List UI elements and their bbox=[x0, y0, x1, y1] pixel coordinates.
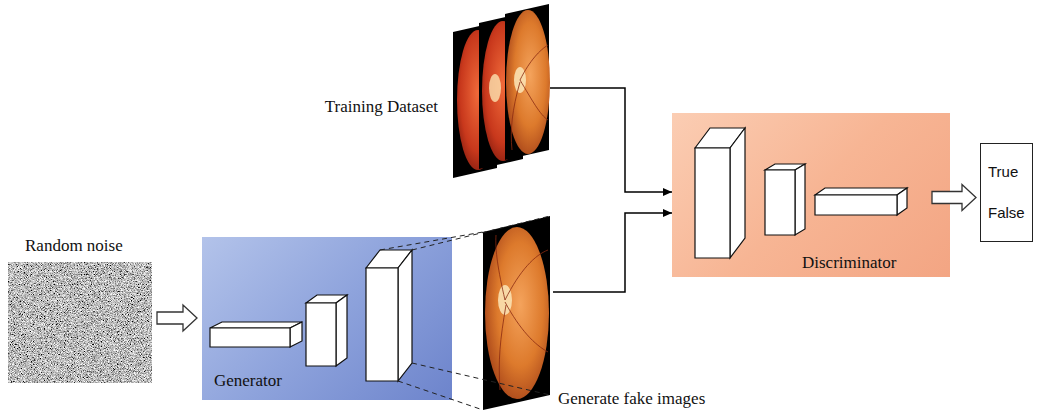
projection-line bbox=[412, 363, 550, 395]
fundus-image bbox=[485, 227, 549, 399]
layer-block bbox=[695, 128, 745, 258]
image-frame bbox=[505, 4, 549, 160]
layer-block bbox=[306, 295, 347, 366]
output-box: TrueFalse bbox=[980, 143, 1033, 242]
cuboid-face bbox=[695, 148, 730, 258]
layer-block bbox=[765, 164, 805, 235]
projection-line bbox=[380, 232, 483, 250]
node-label: True bbox=[988, 163, 1018, 181]
optic-disc bbox=[489, 74, 501, 102]
connector bbox=[157, 305, 197, 331]
vessels bbox=[511, 45, 548, 150]
cuboid-face bbox=[897, 188, 907, 215]
connector bbox=[550, 88, 672, 192]
fundus-image bbox=[506, 10, 550, 154]
cuboid-face bbox=[730, 128, 745, 258]
image-frame bbox=[483, 216, 550, 410]
generator-box: Generator bbox=[202, 237, 452, 400]
cuboid-face bbox=[210, 322, 302, 328]
layer-block bbox=[815, 188, 907, 215]
cuboid-face bbox=[210, 328, 290, 347]
node-label: Generator bbox=[214, 371, 282, 391]
node-label: Random noise bbox=[25, 236, 123, 256]
connector bbox=[553, 213, 672, 292]
cuboid-face bbox=[398, 250, 412, 381]
cuboid-face bbox=[336, 295, 347, 366]
layer-block bbox=[366, 250, 412, 381]
cuboid-face bbox=[306, 303, 336, 366]
cuboid-face bbox=[290, 322, 302, 347]
training-image-stack bbox=[453, 4, 550, 178]
vessels bbox=[496, 235, 548, 390]
layer-block bbox=[210, 322, 302, 347]
block-arrow bbox=[157, 305, 197, 331]
dataset-node: Training Dataset bbox=[450, 3, 550, 180]
projection-line bbox=[412, 216, 550, 250]
fake-image-node: Generate fake images bbox=[483, 213, 553, 411]
cuboid-face bbox=[765, 170, 795, 235]
arrow-line bbox=[553, 213, 672, 292]
noise-node: Random noise bbox=[8, 262, 152, 383]
cuboid-face bbox=[795, 164, 805, 235]
connector bbox=[932, 185, 976, 211]
connector bbox=[380, 216, 550, 410]
noise-image bbox=[8, 262, 152, 383]
node-label: Generate fake images bbox=[558, 389, 705, 409]
block-arrow bbox=[932, 185, 976, 211]
projection-line bbox=[398, 381, 483, 410]
layer-blocks bbox=[672, 113, 950, 277]
cuboid-face bbox=[815, 195, 897, 215]
cuboid-face bbox=[815, 188, 907, 195]
arrow-line bbox=[550, 88, 672, 192]
node-label: Discriminator bbox=[802, 253, 896, 273]
node-label: False bbox=[988, 204, 1025, 222]
cuboid-face bbox=[366, 268, 398, 381]
discriminator-box: Discriminator bbox=[672, 113, 950, 277]
fake-image bbox=[483, 216, 550, 410]
node-label: Training Dataset bbox=[325, 97, 438, 117]
